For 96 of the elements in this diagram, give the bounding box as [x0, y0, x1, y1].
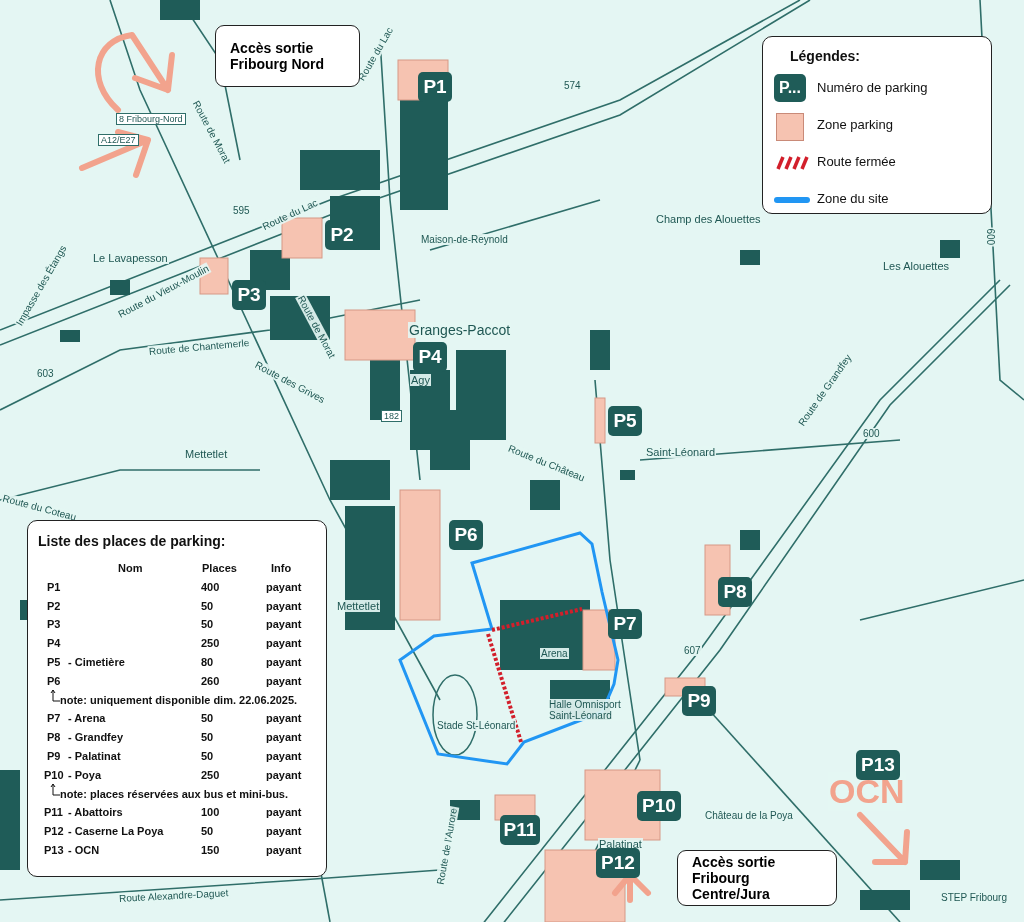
- table-cell: payant: [266, 618, 302, 631]
- map-label: Champ des Alouettes: [655, 213, 762, 225]
- parking-number-badge: P3: [232, 280, 266, 310]
- table-cell: 150: [201, 844, 220, 856]
- table-cell: P11: [44, 806, 63, 819]
- table-cell: payant: [266, 844, 302, 856]
- table-cell: 260: [201, 674, 220, 687]
- parking-number-badge: P6: [449, 520, 483, 550]
- parking-number-badge: P10: [637, 791, 681, 821]
- table-cell: 50: [201, 712, 214, 725]
- table-cell: P8: [47, 731, 61, 744]
- table-cell: payant: [266, 825, 302, 838]
- callout-box: Accès sortie Fribourg Nord: [215, 25, 360, 87]
- table-cell: - Poya: [68, 768, 101, 781]
- table-cell: payant: [266, 637, 302, 650]
- parking-number-badge: P5: [608, 406, 642, 436]
- parking-number-badge: P1: [418, 72, 452, 102]
- parking-number-badge: P4: [413, 342, 447, 372]
- legend-title: Légendes:: [790, 48, 860, 64]
- map-label: 600: [984, 227, 996, 247]
- table-cell: payant: [266, 731, 302, 744]
- table-cell: payant: [266, 580, 302, 593]
- table-cell: 50: [201, 731, 214, 744]
- table-cell: P13: [44, 844, 64, 856]
- map-label: 574: [563, 80, 582, 91]
- table-cell: - Cimetière: [68, 656, 125, 668]
- legend-label: Numéro de parking: [817, 80, 928, 95]
- map-label: Mettetlet: [184, 448, 229, 460]
- table-cell: 50: [201, 750, 214, 762]
- map-label: 595: [232, 205, 251, 216]
- legend-label: Zone parking: [817, 117, 893, 132]
- parking-number-badge: P11: [500, 815, 540, 845]
- map-label: 600: [862, 428, 881, 439]
- table-cell: payant: [266, 768, 302, 781]
- column-header: Nom: [118, 562, 143, 574]
- map-label: Maison-de-Reynold: [420, 234, 509, 245]
- map-label: Route Alexandre-Daguet: [117, 887, 230, 904]
- table-cell: P4: [47, 637, 61, 650]
- table-cell: payant: [266, 656, 302, 668]
- map-label: 8 Fribourg-Nord: [116, 113, 186, 125]
- map-label: Mettetlet: [336, 600, 381, 612]
- table-cell: - Abattoirs: [68, 806, 123, 819]
- table-cell: 50: [201, 599, 214, 612]
- table-cell: P10: [44, 768, 64, 781]
- table-cell: P7: [47, 712, 61, 725]
- table-cell: - Arena: [68, 712, 106, 725]
- table-cell: 400: [201, 580, 220, 593]
- parking-number-badge: P13: [856, 750, 900, 780]
- map-label: Les Alouettes: [882, 260, 951, 272]
- table-cell: 100: [201, 806, 220, 819]
- table-cell: - OCN: [68, 844, 100, 856]
- table-cell: 250: [201, 637, 220, 650]
- callout-box: Accès sortie Fribourg Centre/Jura: [677, 850, 837, 906]
- map-label: Le Lavapesson: [92, 252, 169, 264]
- note-text: note: places réservées aux bus et mini-bus.: [60, 787, 289, 800]
- map-label: 603: [36, 368, 55, 379]
- parking-number-badge: P12: [596, 848, 640, 878]
- table-cell: 50: [201, 618, 214, 631]
- parking-number-badge: P9: [682, 686, 716, 716]
- table-cell: payant: [266, 712, 302, 725]
- table-cell: P12: [44, 825, 64, 838]
- legend-badge: P...: [774, 74, 806, 102]
- map-label: 607: [683, 645, 702, 656]
- table-title: Liste des places de parking:: [38, 533, 226, 549]
- table-cell: P1: [47, 580, 61, 593]
- road-number: 182: [381, 410, 403, 422]
- table-cell: 250: [201, 768, 220, 781]
- parking-number-badge: P7: [608, 609, 642, 639]
- legend-label: Route fermée: [817, 154, 896, 169]
- table-cell: - Grandfey: [68, 731, 123, 744]
- map-label: STEP Fribourg: [940, 892, 1008, 903]
- table-cell: P2: [47, 599, 61, 612]
- column-header: Places: [202, 562, 237, 574]
- table-cell: payant: [266, 750, 302, 762]
- table-cell: - Palatinat: [68, 750, 121, 762]
- map-label: Arena: [540, 648, 569, 659]
- map-label: Saint-Léonard: [645, 446, 717, 458]
- table-cell: P6: [47, 674, 61, 687]
- table-cell: P3: [47, 618, 61, 631]
- map-label: Granges-Paccot: [408, 322, 512, 338]
- parking-number-badge: P8: [718, 577, 752, 607]
- table-cell: P5: [47, 656, 61, 668]
- road-number: A12/E27: [98, 134, 139, 146]
- note-text: note: uniquement disponible dim. 22.06.2025.: [60, 693, 298, 706]
- table-cell: payant: [266, 674, 302, 687]
- legend-label: Zone du site: [817, 191, 889, 206]
- map-label: Château de la Poya: [704, 810, 794, 821]
- map-label: Route de Chantemerle: [147, 337, 251, 357]
- table-cell: payant: [266, 599, 302, 612]
- table-cell: 80: [201, 656, 214, 668]
- map-label: Stade St-Léonard: [436, 720, 517, 731]
- table-cell: 50: [201, 825, 214, 838]
- table-cell: P9: [47, 750, 61, 762]
- table-cell: - Caserne La Poya: [68, 825, 164, 838]
- column-header: Info: [271, 562, 292, 574]
- table-cell: payant: [266, 806, 302, 819]
